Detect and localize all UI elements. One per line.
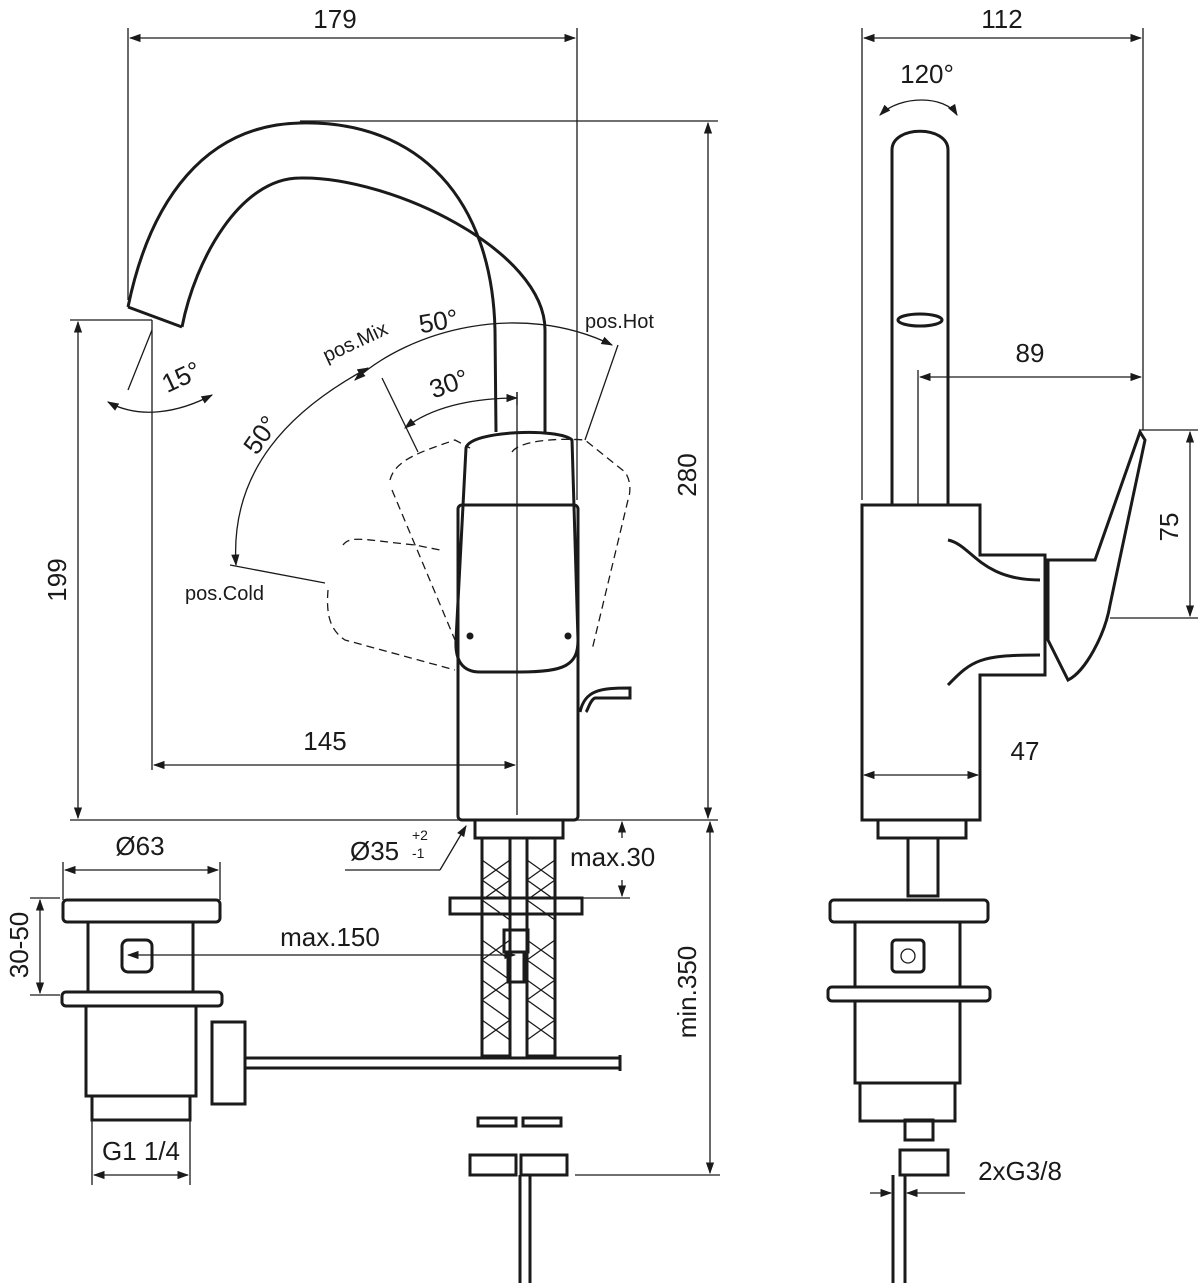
spout-inner-outline (180, 176, 547, 432)
waste-body (86, 920, 195, 994)
angle-swivel-120: 120° (900, 59, 954, 89)
lever-pos-hot (511, 438, 631, 651)
waste-overflow-nut (210, 1020, 247, 1106)
waste-cap (61, 898, 222, 924)
tap-base-ring (473, 818, 565, 840)
dim-waste-max150: max.150 (280, 922, 380, 952)
lever (454, 430, 580, 674)
angle-mix-30: 30° (425, 363, 472, 405)
dim-hole-tol-plus: +2 (412, 827, 428, 843)
dim-side-connection: 2xG3/8 (978, 1156, 1062, 1186)
dim-pipe-min350: min.350 (672, 946, 702, 1039)
front-view: 179 280 199 145 15° 50° 30° 50° pos.Mix … (42, 4, 720, 1283)
angle-cold-50: 50° (237, 410, 284, 459)
dim-hole-35: Ø35 (350, 836, 399, 866)
hose-nut-right (519, 1153, 569, 1177)
dim-side-89: 89 (1016, 338, 1045, 368)
side-spout (890, 129, 950, 505)
side-body (860, 503, 1047, 822)
angle-15: 15° (157, 355, 205, 399)
hose-nut-left (468, 1153, 518, 1177)
label-pos-mix: pos.Mix (320, 318, 392, 367)
label-pos-hot: pos.Hot (585, 311, 654, 333)
dim-width-179: 179 (313, 4, 356, 34)
side-view: 112 120° 89 75 47 2xG3/8 (826, 4, 1198, 1283)
angle-hot-50: 50° (416, 303, 460, 339)
dim-waste-thread: G1 1/4 (102, 1136, 180, 1166)
dim-height-280: 280 (672, 453, 702, 496)
side-lever (1046, 428, 1147, 682)
dim-reach-145: 145 (303, 726, 346, 756)
lever-pos-cold (326, 538, 456, 671)
dim-spout-height-199: 199 (42, 558, 72, 601)
waste-flange (60, 990, 224, 1008)
dim-deck-max30: max.30 (570, 842, 655, 872)
dim-waste-63: Ø63 (115, 831, 164, 861)
dim-hole-tol-minus: -1 (412, 845, 425, 861)
mounting-plate (448, 896, 584, 916)
popup-rod (578, 686, 632, 714)
dim-side-47: 47 (1011, 736, 1040, 766)
dim-waste-30-50: 30-50 (4, 912, 34, 979)
tap-body (456, 503, 580, 822)
dim-side-75: 75 (1154, 513, 1184, 542)
supply-hose-left (480, 836, 512, 1058)
lever-pos-mix (389, 439, 471, 641)
waste-view: max.150 Ø63 30-50 G1 1/4 (4, 831, 622, 1185)
label-pos-cold: pos.Cold (185, 583, 264, 605)
dim-side-112: 112 (981, 4, 1022, 34)
